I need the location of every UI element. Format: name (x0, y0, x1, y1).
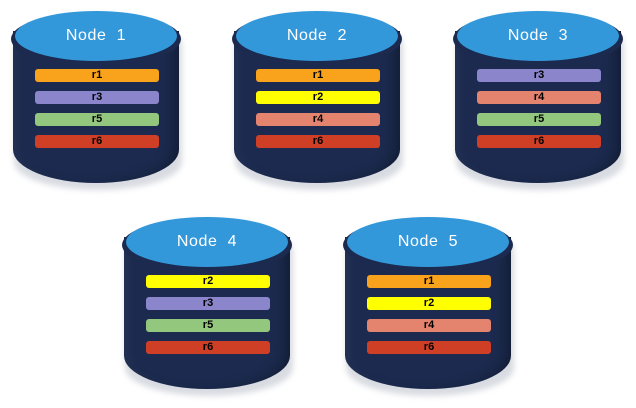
replica-bar[interactable]: r5 (477, 113, 601, 126)
cylinder-top-disc (15, 11, 177, 61)
cylinder-top-disc (236, 11, 398, 61)
cylinder-top-disc (457, 11, 619, 61)
node-1[interactable]: Node 1 r1 r3 r5 r6 (10, 8, 186, 193)
replica-bar[interactable]: r3 (146, 297, 270, 310)
replica-bar[interactable]: r6 (256, 135, 380, 148)
cylinder-top-disc (126, 217, 288, 267)
replica-bar[interactable]: r4 (477, 91, 601, 104)
replica-bar[interactable]: r2 (367, 297, 491, 310)
replica-bar[interactable]: r4 (367, 319, 491, 332)
replica-bar[interactable]: r5 (35, 113, 159, 126)
replica-bar[interactable]: r1 (367, 275, 491, 288)
node-title: Node 2 (286, 27, 348, 44)
replica-stack: r1 r3 r5 r6 (35, 69, 159, 148)
replica-bar[interactable]: r4 (256, 113, 380, 126)
node-title: Node 1 (65, 27, 127, 44)
node-4[interactable]: Node 4 r2 r3 r5 r6 (121, 214, 297, 399)
replica-stack: r1 r2 r4 r6 (367, 275, 491, 354)
replica-stack: r3 r4 r5 r6 (477, 69, 601, 148)
node-3[interactable]: Node 3 r3 r4 r5 r6 (452, 8, 628, 193)
replica-bar[interactable]: r2 (256, 91, 380, 104)
node-2[interactable]: Node 2 r1 r2 r4 r6 (231, 8, 407, 193)
node-title: Node 3 (507, 27, 569, 44)
node-title: Node 5 (397, 233, 459, 250)
replica-stack: r1 r2 r4 r6 (256, 69, 380, 148)
replica-bar[interactable]: r6 (367, 341, 491, 354)
replica-bar[interactable]: r2 (146, 275, 270, 288)
replica-bar[interactable]: r6 (35, 135, 159, 148)
node-title: Node 4 (176, 233, 238, 250)
replica-bar[interactable]: r3 (35, 91, 159, 104)
replica-bar[interactable]: r5 (146, 319, 270, 332)
replica-bar[interactable]: r1 (256, 69, 380, 82)
replica-bar[interactable]: r6 (146, 341, 270, 354)
replica-bar[interactable]: r6 (477, 135, 601, 148)
replica-bar[interactable]: r1 (35, 69, 159, 82)
cylinder-top-disc (347, 217, 509, 267)
replica-bar[interactable]: r3 (477, 69, 601, 82)
replica-stack: r2 r3 r5 r6 (146, 275, 270, 354)
node-5[interactable]: Node 5 r1 r2 r4 r6 (342, 214, 518, 399)
